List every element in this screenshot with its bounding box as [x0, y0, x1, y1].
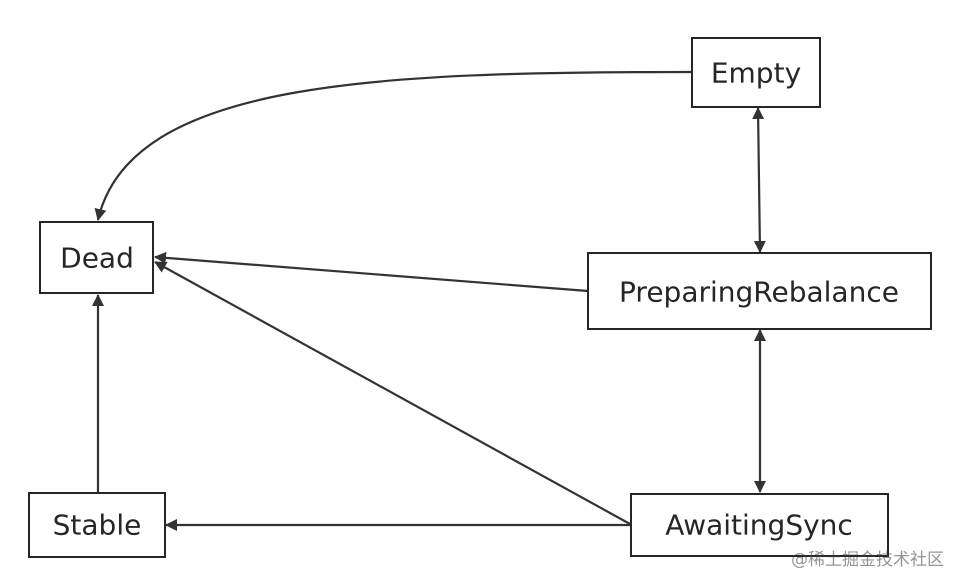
node-dead-box — [39, 221, 154, 294]
node-preparing-rebalance: PreparingRebalance — [587, 252, 932, 330]
node-dead: Dead — [39, 221, 154, 294]
node-empty-box — [691, 37, 821, 108]
node-awaiting-sync: AwaitingSync — [630, 493, 889, 557]
node-preparing-rebalance-box — [587, 252, 932, 330]
edge-empty-preparing-rebalance — [752, 107, 766, 253]
node-stable: Stable — [28, 492, 166, 558]
node-preparing-rebalance-label: PreparingRebalance — [619, 276, 899, 309]
node-awaiting-sync-label: AwaitingSync — [665, 509, 853, 542]
node-stable-label: Stable — [53, 509, 142, 542]
node-empty: Empty — [691, 37, 821, 108]
node-awaiting-sync-box — [630, 493, 889, 557]
edge-empty-to-dead — [94, 70, 693, 221]
node-stable-box — [28, 492, 166, 558]
edge-preparing-rebalance-to-dead — [154, 251, 589, 293]
node-dead-label: Dead — [60, 242, 134, 275]
edge-awaiting-sync-to-dead — [154, 261, 631, 525]
watermark-text: @稀土掘金技术社区 — [791, 550, 944, 570]
node-empty-label: Empty — [711, 57, 801, 90]
